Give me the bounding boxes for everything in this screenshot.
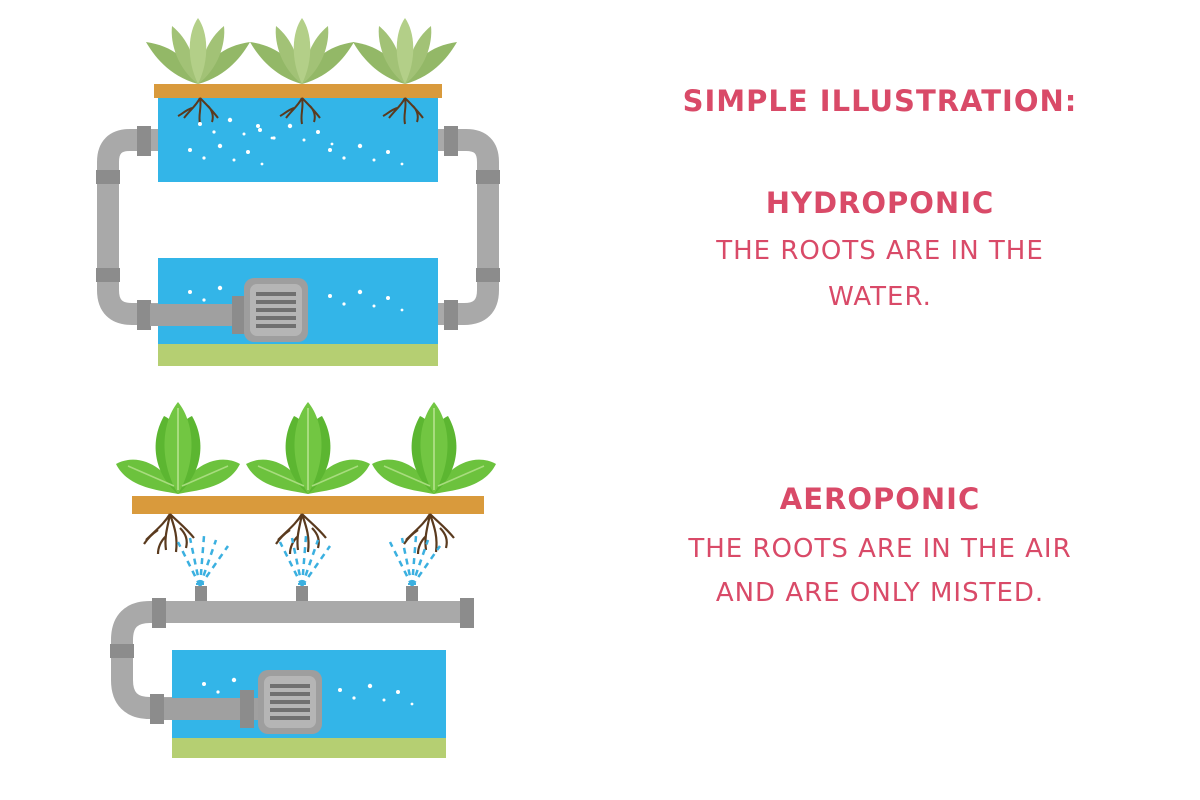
aeroponic-description-line2: AND ARE ONLY MISTED. — [715, 578, 1045, 608]
hydro-plant-3 — [353, 18, 457, 84]
hydroponic-description-line1: THE ROOTS ARE IN THE — [716, 236, 1044, 266]
hydro-tray — [154, 84, 442, 98]
aero-ground — [172, 738, 446, 758]
aero-plant-1 — [115, 401, 241, 495]
aeroponic-diagram — [110, 401, 497, 758]
page-title: SIMPLE ILLUSTRATION: — [682, 84, 1078, 118]
hydro-plant-2 — [250, 18, 354, 84]
aero-tray — [132, 496, 484, 514]
aero-plant-3 — [371, 401, 497, 495]
hydro-ground — [158, 344, 438, 366]
hydro-pipes — [96, 126, 500, 330]
aero-pipes — [110, 586, 474, 724]
aero-plant-2 — [245, 401, 371, 495]
aeroponic-heading: AEROPONIC — [779, 482, 981, 516]
hydroponic-diagram — [96, 18, 500, 366]
hydro-plant-1 — [146, 18, 250, 84]
aeroponic-description-line1: THE ROOTS ARE IN THE AIR — [688, 534, 1072, 564]
aero-pump — [258, 670, 322, 734]
hydroponic-heading: HYDROPONIC — [765, 186, 995, 220]
hydroponic-description-line2: WATER. — [828, 282, 932, 312]
aero-roots — [142, 512, 456, 556]
hydro-pump — [244, 278, 308, 342]
